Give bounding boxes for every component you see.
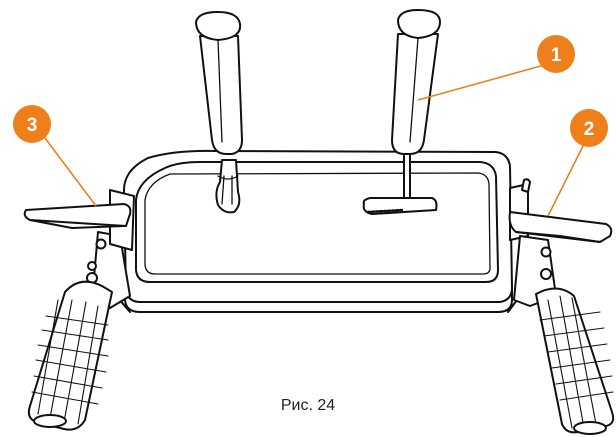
leader-line-2	[547, 139, 587, 217]
callout-number-3: 3	[27, 115, 38, 136]
callout-marker-1	[537, 35, 575, 73]
right-pin	[521, 178, 531, 193]
left-fixing-plate	[23, 203, 132, 229]
figure-caption: Рис. 24	[280, 397, 336, 414]
right-fixing-plate	[508, 211, 613, 243]
callout-marker-3	[13, 105, 51, 143]
leader-line-3	[35, 125, 97, 207]
leader-line-1	[417, 63, 549, 101]
top-panel	[135, 161, 499, 283]
callout-number-2: 2	[584, 119, 595, 140]
callout-number-1: 1	[551, 45, 562, 66]
left-joystick-lever	[195, 11, 243, 214]
callout-marker-2	[570, 109, 608, 147]
right-joystick-lever	[362, 9, 441, 215]
